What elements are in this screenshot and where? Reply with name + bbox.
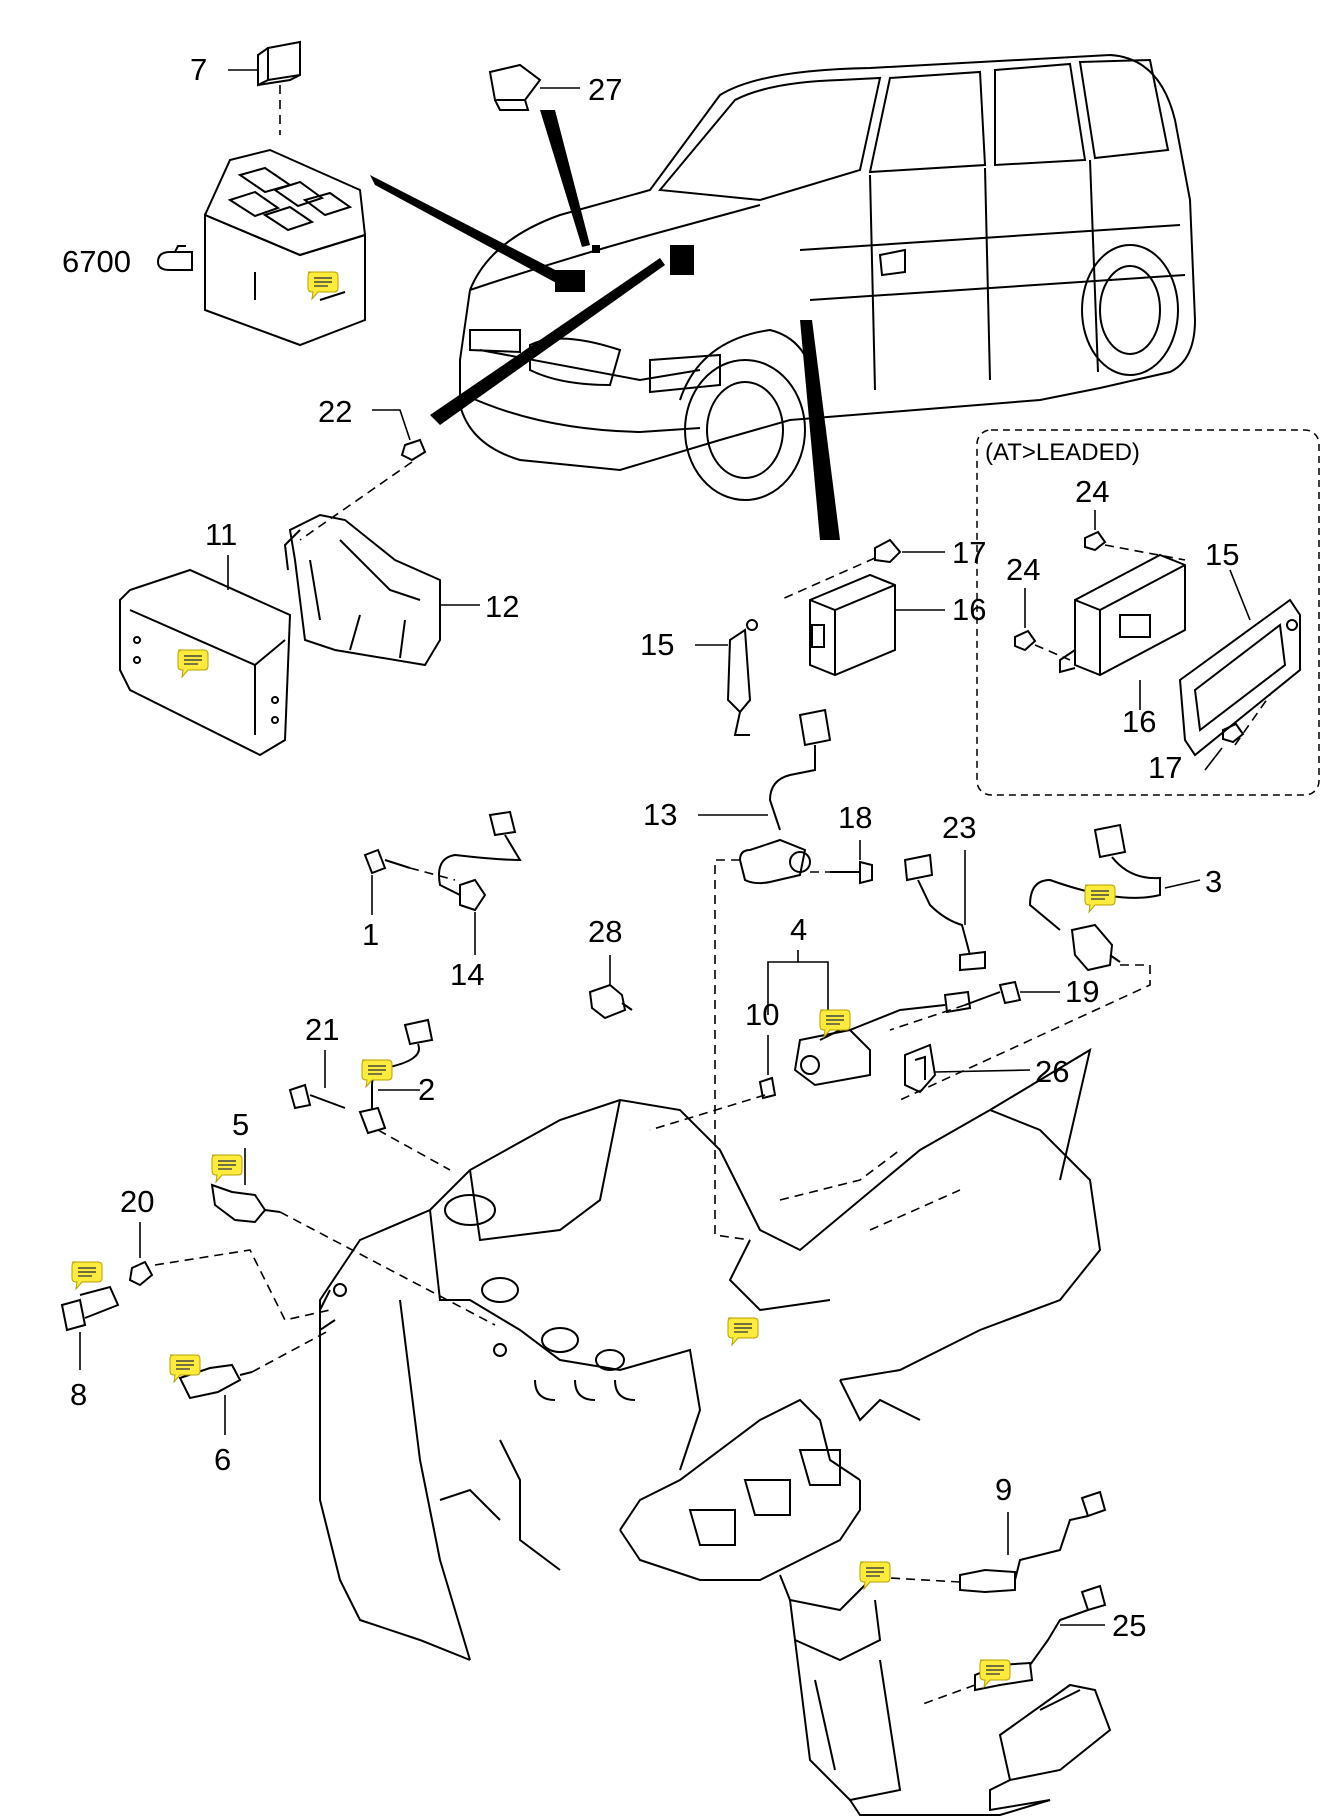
module-16[interactable]	[809, 573, 896, 677]
inset-callout-24a: 24	[1075, 474, 1109, 509]
callout-22: 22	[318, 394, 352, 429]
bolt-19[interactable]	[964, 980, 1022, 1006]
inset-at-leaded: (AT>LEADED) 24 24 16 15 17	[976, 429, 1320, 796]
exhaust-manifold	[619, 1398, 1112, 1816]
callout-9: 9	[995, 1472, 1012, 1507]
callout-28: 28	[588, 914, 622, 949]
inset-bracket-15[interactable]	[1178, 598, 1301, 757]
inset-callout-24b: 24	[1006, 552, 1040, 587]
callout-25: 25	[1112, 1608, 1146, 1643]
callout-13: 13	[643, 797, 677, 832]
callout-18: 18	[838, 800, 872, 835]
relay-7[interactable]	[228, 40, 301, 87]
bolt-1[interactable]	[363, 848, 411, 875]
sensor-23[interactable]	[903, 853, 986, 972]
inset-callout-15: 15	[1205, 537, 1239, 572]
washer-20[interactable]	[128, 1260, 154, 1287]
switch-28[interactable]	[588, 983, 633, 1020]
sensor-14[interactable]	[438, 810, 522, 912]
callout-12: 12	[485, 589, 519, 624]
callout-19: 19	[1065, 974, 1099, 1009]
vehicle-illustration	[370, 53, 1197, 540]
callout-8: 8	[70, 1377, 87, 1412]
callout-6700: 6700	[62, 244, 131, 279]
callout-20: 20	[120, 1184, 154, 1219]
clip-26[interactable]	[904, 1043, 937, 1094]
fuse-box-6700[interactable]	[204, 148, 366, 347]
inset-callout-17: 17	[1148, 750, 1182, 785]
reference-hand-icon	[156, 245, 193, 271]
ecu-11[interactable]	[119, 568, 292, 757]
callout-4: 4	[790, 912, 807, 947]
inset-module-16[interactable]	[1059, 553, 1186, 677]
callout-27: 27	[588, 72, 622, 107]
callout-23: 23	[942, 810, 976, 845]
sensor-13[interactable]	[738, 708, 832, 885]
nut-22[interactable]	[400, 438, 427, 462]
callout-17a: 17	[952, 535, 986, 570]
callout-5: 5	[232, 1107, 249, 1142]
callout-21: 21	[305, 1012, 339, 1047]
bolt-18[interactable]	[830, 860, 873, 885]
sensor-6[interactable]	[178, 1363, 253, 1400]
callout-7: 7	[190, 52, 207, 87]
inset-title: (AT>LEADED)	[985, 439, 1140, 466]
bolt-21[interactable]	[288, 1083, 346, 1110]
callout-10: 10	[745, 997, 779, 1032]
sensor-27[interactable]	[488, 63, 580, 111]
inset-nut-24a[interactable]	[1084, 530, 1107, 552]
sensor-8[interactable]	[60, 1285, 120, 1332]
bracket-12[interactable]	[283, 513, 441, 667]
callout-14: 14	[450, 957, 484, 992]
engine-block	[319, 1047, 1102, 1661]
callout-2: 2	[418, 1072, 435, 1107]
callout-15a: 15	[640, 627, 674, 662]
oxygen-sensor-9[interactable]	[959, 1490, 1107, 1594]
bracket-15[interactable]	[726, 619, 758, 736]
sensor-5[interactable]	[210, 1183, 281, 1224]
inset-nut-24b[interactable]	[1014, 629, 1037, 652]
inset-callout-16: 16	[1122, 704, 1156, 739]
callout-16a: 16	[952, 592, 986, 627]
callout-11: 11	[205, 517, 237, 552]
inset-nut-17[interactable]	[1222, 722, 1245, 744]
gasket-10[interactable]	[758, 1076, 777, 1100]
callout-6: 6	[214, 1442, 231, 1477]
callout-3: 3	[1205, 864, 1222, 899]
idle-valve-4[interactable]	[793, 990, 972, 1087]
callout-1: 1	[362, 917, 379, 952]
